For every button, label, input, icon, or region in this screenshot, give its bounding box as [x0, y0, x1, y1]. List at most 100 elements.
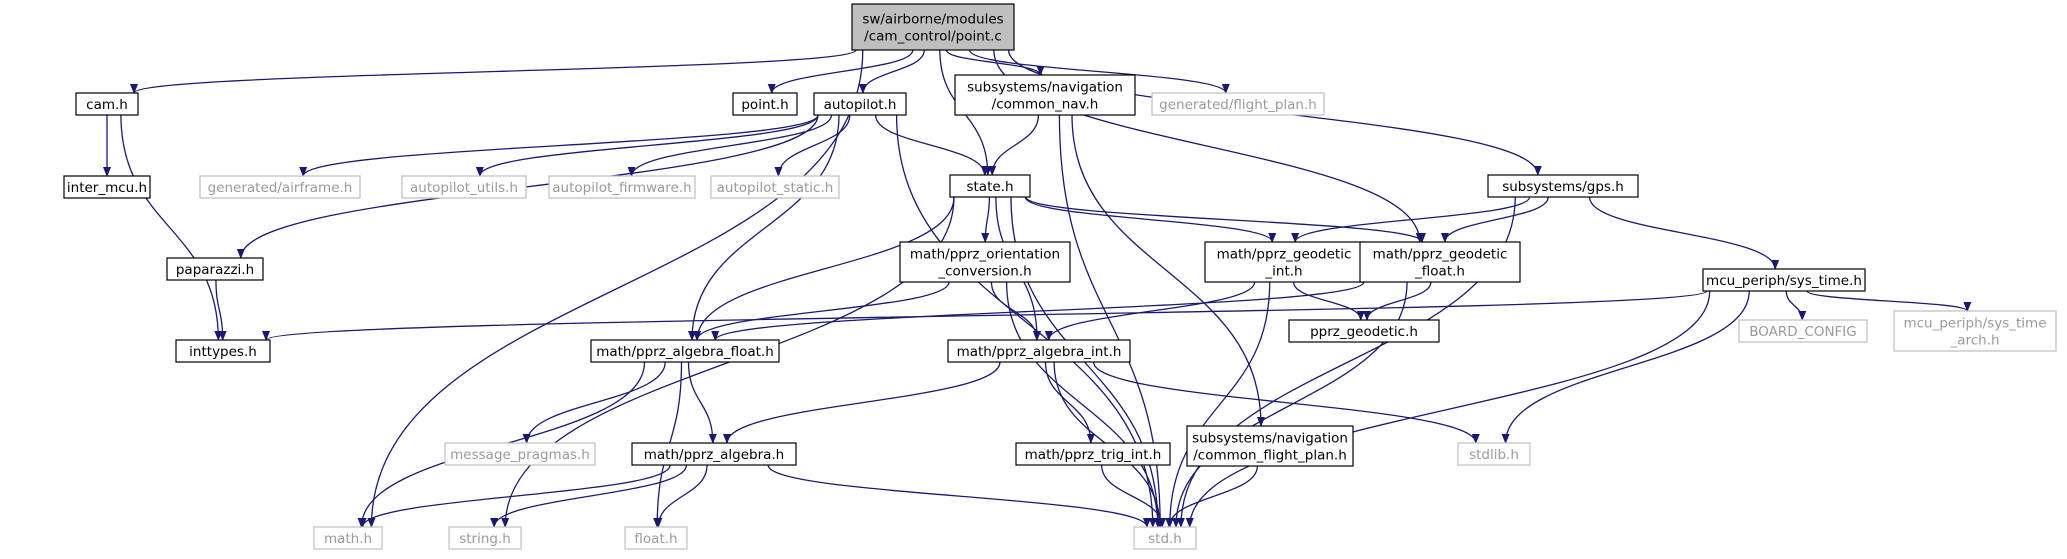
node-label-geo_float: math/pprz_geodetic [1373, 247, 1508, 263]
edge-sys_time-to-std [1185, 290, 1711, 528]
node-airframe[interactable]: generated/airframe.h [199, 175, 361, 199]
node-float[interactable]: float.h [624, 526, 688, 550]
node-label-autopilot: autopilot.h [824, 97, 897, 113]
node-autopilot[interactable]: autopilot.h [813, 92, 907, 116]
edge-autopilot-to-airframe [299, 114, 819, 177]
node-box-paparazzi [166, 257, 264, 281]
node-point[interactable]: point.h [732, 92, 798, 116]
edge-autopilot-to-paparazzi [236, 114, 819, 259]
node-trig_int[interactable]: math/pprz_trig_int.h [1015, 442, 1171, 466]
edge-geo_int-to-geodetic [1292, 281, 1365, 321]
edge-root-to-cam [130, 49, 857, 94]
node-label-geo_int: _int.h [1264, 264, 1302, 280]
node-common_nav[interactable]: subsystems/navigation/common_nav.h [954, 74, 1136, 116]
edge-alg_int-to-alg [723, 361, 1001, 444]
node-label-root: /cam_control/point.c [864, 29, 1002, 45]
node-root[interactable]: sw/airborne/modules/cam_control/point.c [851, 3, 1015, 51]
nodes-layer: sw/airborne/modules/cam_control/point.cc… [63, 3, 2057, 550]
edge-orient_conv-to-alg_int [990, 281, 1041, 341]
node-ap_static[interactable]: autopilot_static.h [710, 175, 840, 199]
edge-alg-to-float [654, 464, 708, 528]
node-label-math: math.h [324, 531, 372, 547]
node-string[interactable]: string.h [448, 526, 522, 550]
node-orient_conv[interactable]: math/pprz_orientation_conversion.h [899, 241, 1071, 283]
node-std[interactable]: std.h [1133, 526, 1197, 550]
node-box-airframe [199, 175, 361, 199]
node-geodetic[interactable]: pprz_geodetic.h [1288, 319, 1440, 343]
node-label-alg_float: math/pprz_algebra_float.h [596, 344, 774, 360]
node-ap_firmware[interactable]: autopilot_firmware.h [548, 175, 696, 199]
node-paparazzi[interactable]: paparazzi.h [166, 257, 264, 281]
node-box-inttypes [175, 339, 271, 363]
node-label-common_nav: /common_nav.h [992, 97, 1099, 113]
edge-sys_time-to-board_config [1785, 290, 1807, 321]
node-label-board_config: BOARD_CONFIG [1749, 324, 1857, 340]
edge-sys_time-to-sys_time_arch [1806, 290, 1972, 312]
node-inter_mcu[interactable]: inter_mcu.h [63, 175, 151, 199]
node-cam[interactable]: cam.h [75, 92, 139, 116]
edge-root-to-autopilot [858, 49, 925, 94]
edge-geo_float-to-geodetic [1363, 281, 1432, 321]
node-label-alg_int: math/pprz_algebra_int.h [957, 344, 1122, 360]
node-alg_float[interactable]: math/pprz_algebra_float.h [590, 339, 780, 363]
node-label-geo_float: _float.h [1414, 264, 1465, 280]
node-state[interactable]: state.h [949, 174, 1031, 198]
node-box-std [1133, 526, 1197, 550]
edge-alg-to-std [767, 464, 1151, 528]
node-flight_plan[interactable]: generated/flight_plan.h [1151, 92, 1325, 116]
node-geo_int[interactable]: math/pprz_geodetic_int.h [1204, 241, 1364, 283]
edge-geo_float-to-std [1172, 281, 1408, 528]
node-box-string [448, 526, 522, 550]
node-label-gps: subsystems/gps.h [1502, 179, 1624, 195]
node-label-ap_static: autopilot_static.h [717, 180, 834, 196]
edge-state-to-alg_float [693, 196, 955, 341]
node-label-common_fp: /common_flight_plan.h [1193, 448, 1347, 464]
node-sys_time[interactable]: mcu_periph/sys_time.h [1702, 268, 1866, 292]
edge-common_fp-to-std [1165, 465, 1259, 528]
node-box-geo_int [1204, 241, 1364, 283]
node-box-alg [631, 442, 797, 466]
node-box-msg_pragmas [444, 442, 596, 466]
edge-state-to-geo_int [1024, 196, 1277, 243]
node-stdlib[interactable]: stdlib.h [1457, 442, 1531, 466]
node-label-inttypes: inttypes.h [189, 344, 257, 360]
node-geo_float[interactable]: math/pprz_geodetic_float.h [1359, 241, 1521, 283]
node-box-float [624, 526, 688, 550]
edge-state-to-orient_conv [981, 196, 991, 243]
node-label-geodetic: pprz_geodetic.h [1310, 324, 1418, 340]
edge-common_nav-to-common_fp [1071, 114, 1265, 427]
node-box-sys_time_arch [1893, 310, 2057, 352]
node-label-alg: math/pprz_algebra.h [644, 447, 784, 463]
node-box-orient_conv [899, 241, 1071, 283]
edge-autopilot-to-alg_float [688, 114, 840, 341]
edge-gps-to-sys_time [1588, 196, 1780, 270]
node-box-flight_plan [1151, 92, 1325, 116]
node-box-stdlib [1457, 442, 1531, 466]
node-label-cam: cam.h [86, 97, 128, 113]
node-box-gps [1487, 174, 1639, 198]
node-label-trig_int: math/pprz_trig_int.h [1025, 447, 1162, 463]
node-gps[interactable]: subsystems/gps.h [1487, 174, 1639, 198]
node-box-autopilot [813, 92, 907, 116]
node-alg[interactable]: math/pprz_algebra.h [631, 442, 797, 466]
node-label-sys_time_arch: _arch.h [1949, 333, 1999, 349]
node-ap_utils[interactable]: autopilot_utils.h [401, 175, 527, 199]
node-msg_pragmas[interactable]: message_pragmas.h [444, 442, 596, 466]
node-common_fp[interactable]: subsystems/navigation/common_flight_plan… [1186, 425, 1354, 467]
edge-trig_int-to-std [1100, 464, 1167, 528]
edge-paparazzi-to-inttypes [215, 279, 227, 341]
edge-root-to-math [367, 49, 864, 528]
edge-alg-to-math [358, 464, 671, 528]
edge-geo_int-to-alg_int [1044, 281, 1256, 341]
node-label-string: string.h [459, 531, 511, 547]
edge-alg_float-to-msg_pragmas [522, 361, 666, 444]
node-inttypes[interactable]: inttypes.h [175, 339, 271, 363]
node-alg_int[interactable]: math/pprz_algebra_int.h [947, 339, 1131, 363]
node-sys_time_arch[interactable]: mcu_periph/sys_time_arch.h [1893, 310, 2057, 352]
edge-alg-to-string [490, 464, 688, 528]
node-board_config[interactable]: BOARD_CONFIG [1738, 319, 1868, 343]
node-label-paparazzi: paparazzi.h [176, 262, 254, 278]
edge-sys_time-to-inttypes [262, 290, 1708, 341]
node-math[interactable]: math.h [313, 526, 383, 550]
node-label-float: float.h [634, 531, 677, 547]
